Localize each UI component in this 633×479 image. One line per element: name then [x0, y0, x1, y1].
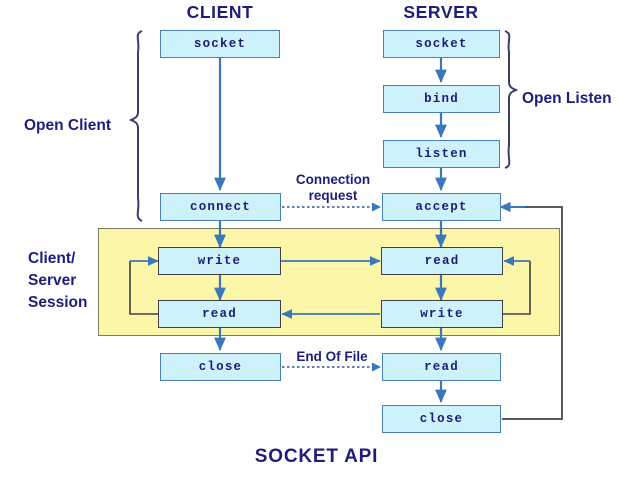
node-server-bind[interactable]: bind [383, 85, 500, 113]
column-title-server: SERVER [403, 2, 479, 22]
edge-label-end-of-file: End Of File [296, 349, 368, 364]
node-client-read[interactable]: read [158, 300, 281, 328]
node-server-read-eof[interactable]: read [382, 353, 501, 381]
node-server-write[interactable]: write [381, 300, 503, 328]
node-server-read[interactable]: read [381, 247, 503, 275]
diagram-title: SOCKET API [254, 446, 379, 467]
edge-label-connection-request-line1: Connection [295, 172, 371, 187]
node-client-socket[interactable]: socket [160, 30, 280, 58]
node-client-connect[interactable]: connect [160, 193, 281, 221]
node-client-close[interactable]: close [160, 353, 281, 381]
group-label-open-listen: Open Listen [522, 90, 612, 107]
group-label-session-line3: Session [28, 294, 88, 311]
node-server-socket[interactable]: socket [383, 30, 500, 58]
group-label-session-line2: Server [28, 272, 77, 289]
node-server-close[interactable]: close [382, 405, 501, 433]
edge-label-connection-request-line2: request [308, 188, 358, 203]
node-client-write[interactable]: write [158, 247, 281, 275]
node-server-listen[interactable]: listen [383, 140, 500, 168]
column-title-client: CLIENT [186, 2, 254, 22]
node-server-accept[interactable]: accept [382, 193, 501, 221]
group-label-session-line1: Client/ [28, 250, 76, 267]
group-label-open-client: Open Client [24, 117, 111, 134]
